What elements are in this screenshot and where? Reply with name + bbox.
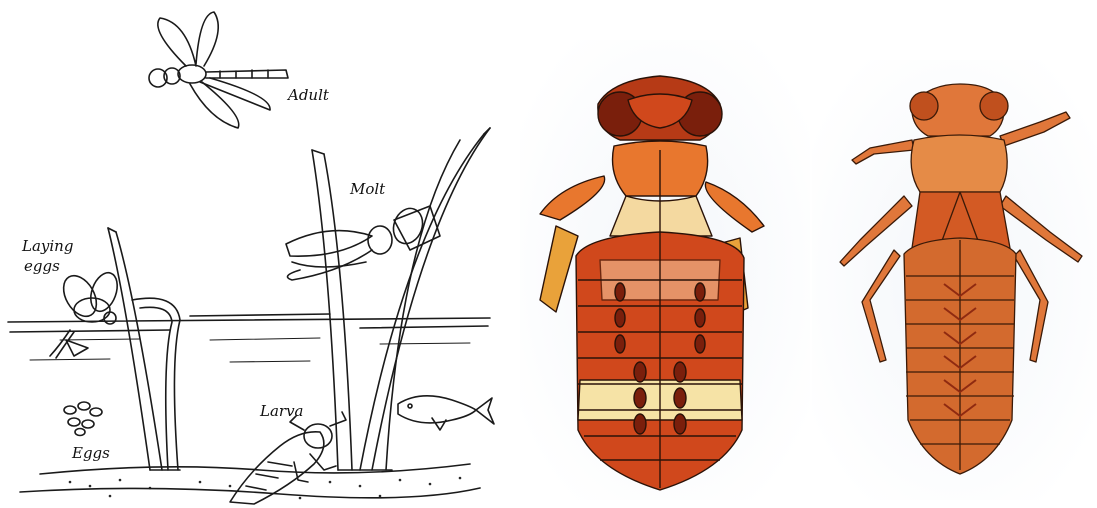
lifecycle-labels: Adult Molt Laying eggs Eggs Larva [21,86,386,462]
egg-laying-dragonfly [50,269,122,358]
label-larva: Larva [259,402,304,420]
water-surface [8,314,490,362]
larva-drawing [230,412,346,504]
label-adult: Adult [286,86,330,104]
adult-dragonfly [149,12,288,128]
label-molt: Molt [349,180,386,198]
left-reeds [108,228,180,470]
label-eggs: Eggs [71,444,110,462]
fish-drawing [398,396,494,430]
eggs-cluster [64,402,102,436]
lifecycle-panel [8,12,494,504]
center-reeds [312,128,490,470]
label-laying-eggs-line1: Laying [21,237,73,255]
molting-dragonfly [286,204,440,280]
pond-bottom [20,464,480,499]
label-laying-eggs-line2: eggs [24,257,60,275]
